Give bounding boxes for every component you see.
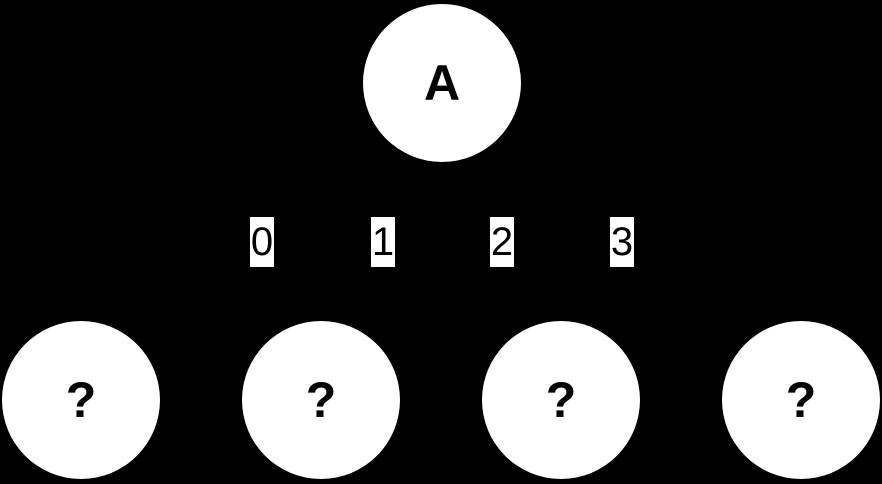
- child-node-3: ?: [722, 321, 880, 479]
- root-node: A: [363, 4, 521, 162]
- edge-label-3: 3: [610, 217, 634, 267]
- child-node-0: ?: [2, 321, 160, 479]
- edge-label-0: 0: [250, 217, 274, 267]
- edge-label-1: 1: [371, 217, 395, 267]
- child-node-2: ?: [482, 321, 640, 479]
- child-node-2-label: ?: [545, 372, 577, 428]
- child-node-0-label: ?: [65, 372, 97, 428]
- root-node-label: A: [423, 55, 461, 111]
- child-node-1: ?: [242, 321, 400, 479]
- edge-label-2: 2: [490, 217, 514, 267]
- child-node-3-label: ?: [785, 372, 817, 428]
- child-node-1-label: ?: [305, 372, 337, 428]
